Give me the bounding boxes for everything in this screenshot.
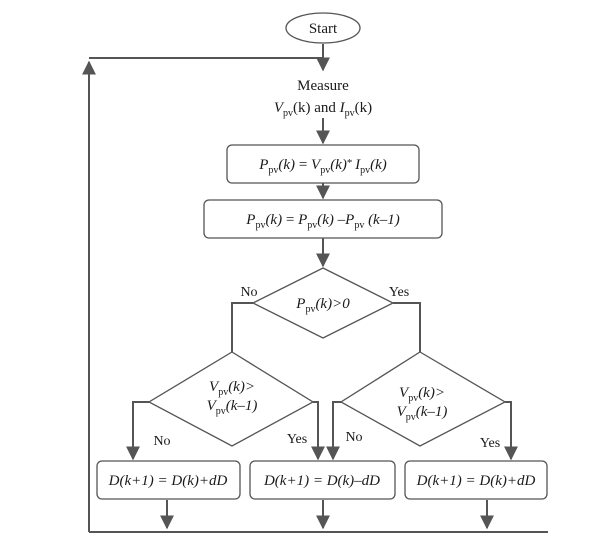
decision-left-line2: Vpv(k–1) xyxy=(207,398,258,417)
measure-label: Measure xyxy=(297,78,349,94)
decision-right-yes-label: Yes xyxy=(480,436,500,451)
branch-yes-right xyxy=(504,401,518,461)
delta-power-box: Ppv(k) = Ppv(k) –Ppv (k–1) xyxy=(203,199,443,239)
branch-yes-left xyxy=(311,401,325,461)
branch-no-right xyxy=(326,401,341,461)
output-decrease-mid: D(k+1) = D(k)–dD xyxy=(249,460,396,500)
branch-no-left xyxy=(126,401,149,461)
delta-formula: Ppv(k) = Ppv(k) –Ppv (k–1) xyxy=(245,212,399,231)
decision-right-no-label: No xyxy=(345,430,362,445)
start-terminal: Start xyxy=(285,12,361,44)
measure-formula: Vpv(k) and Ipv(k) xyxy=(274,100,372,119)
decision-left-no-label: No xyxy=(153,434,170,449)
power-calc-box: Ppv(k) = Vpv(k)* Ipv(k) xyxy=(226,144,420,184)
branch-yes-main xyxy=(393,302,421,352)
output-right-text: D(k+1) = D(k)+dD xyxy=(416,473,536,489)
connectors xyxy=(82,44,548,533)
measure-step: Measure Vpv(k) and Ipv(k) xyxy=(274,78,372,119)
decision-power-text: Ppv(k)>0 xyxy=(295,296,350,315)
power-formula: Ppv(k) = Vpv(k)* Ipv(k) xyxy=(258,157,387,176)
decision-voltage-left: Vpv(k)> Vpv(k–1) No Yes xyxy=(147,351,315,449)
decision-right-line1: Vpv(k)> xyxy=(399,385,445,404)
decision-voltage-right: Vpv(k)> Vpv(k–1) No Yes xyxy=(339,351,507,451)
output-left-text: D(k+1) = D(k)+dD xyxy=(108,473,228,489)
decision-main-yes-label: Yes xyxy=(389,285,409,300)
branch-no-main xyxy=(231,302,253,352)
output-mid-text: D(k+1) = D(k)–dD xyxy=(263,473,380,489)
decision-power-positive: Ppv(k)>0 No Yes xyxy=(240,267,409,339)
output-increase-left: D(k+1) = D(k)+dD xyxy=(96,460,241,500)
decision-main-no-label: No xyxy=(240,285,257,300)
decision-right-line2: Vpv(k–1) xyxy=(397,404,448,423)
output-increase-right: D(k+1) = D(k)+dD xyxy=(404,460,548,500)
decision-left-line1: Vpv(k)> xyxy=(209,379,255,398)
decision-left-yes-label: Yes xyxy=(287,432,307,447)
start-label: Start xyxy=(309,21,338,37)
